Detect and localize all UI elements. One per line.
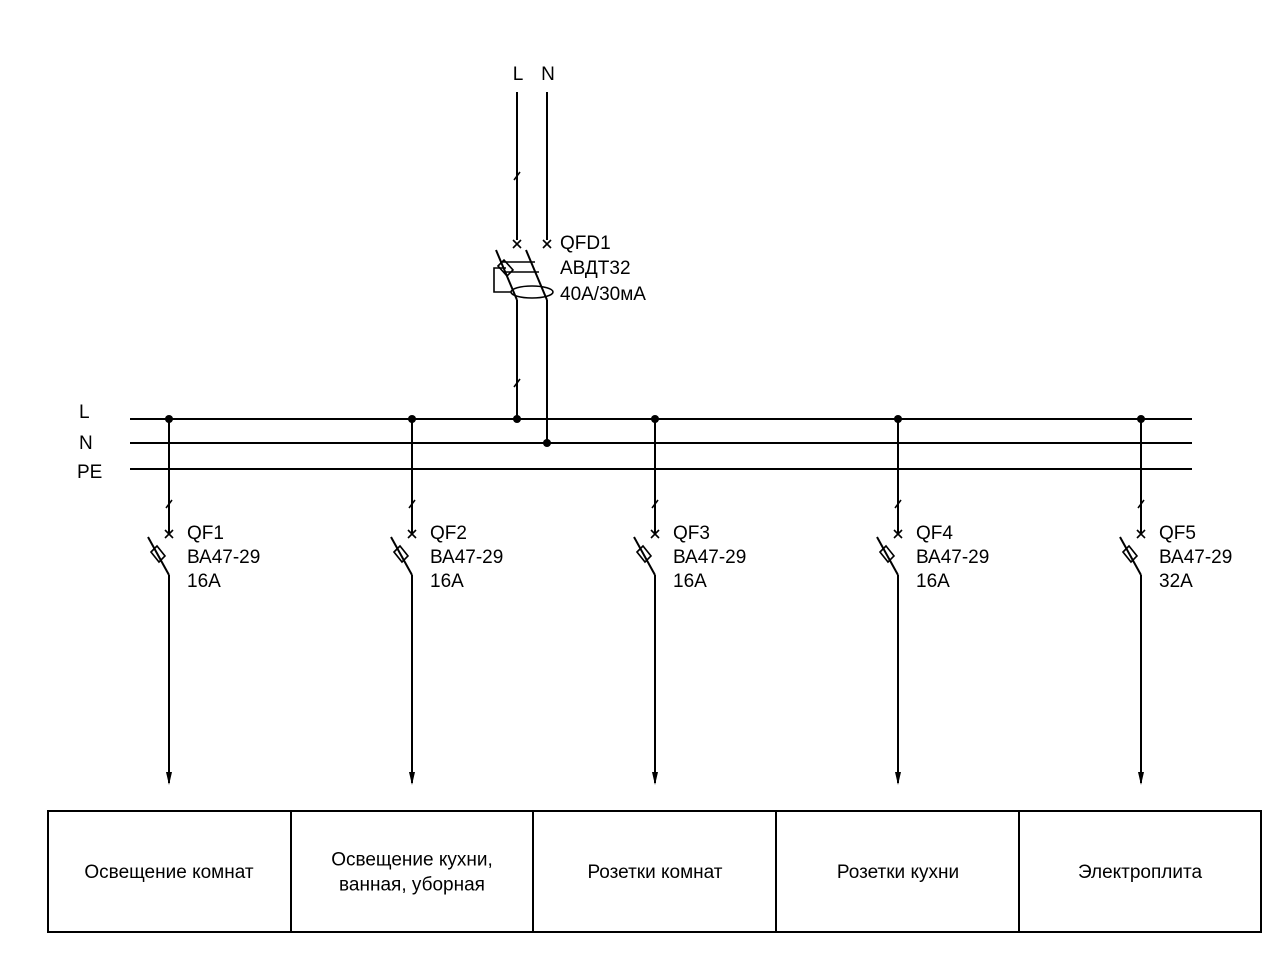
breaker-rating: 16А — [187, 571, 221, 592]
load-cell: Освещение кухни, ванная, уборная — [331, 850, 493, 896]
breaker-contact-x-icon — [407, 529, 417, 539]
rcbo-neutral-junction-dot — [543, 439, 551, 447]
breaker-blade — [633, 536, 656, 576]
outgoing-arrow-icon — [1138, 772, 1144, 785]
breaker-contact-x-icon — [164, 529, 174, 539]
breaker-model: ВА47-29 — [187, 547, 260, 568]
load-table: Освещение комнат Освещение кухни, ванная, … — [47, 810, 1262, 933]
load-label: Розетки комнат — [587, 862, 722, 883]
breaker-designation: QF4 — [916, 523, 953, 544]
phase-conductor-tick — [651, 499, 659, 509]
breaker-contact-x-icon — [650, 529, 660, 539]
rcbo-trip-circuit — [493, 267, 511, 293]
phase-conductor-tick — [165, 499, 173, 509]
rcbo-neutral-contact-x-icon — [542, 239, 552, 249]
rcbo-phase-contact-x-icon — [512, 239, 522, 249]
load-cell: Розетки комнат — [587, 862, 722, 883]
load-label: Электроплита — [1078, 862, 1203, 883]
bus-phase-label: L — [79, 402, 90, 423]
rcbo-qfd1[interactable]: QFD1 АВДТ32 40А/30мА — [493, 233, 646, 443]
rcbo-neutral-blade — [525, 249, 548, 301]
breaker-blade — [876, 536, 899, 576]
phase-conductor-tick — [1137, 499, 1145, 509]
rcbo-residual-current-transformer-icon — [510, 285, 554, 299]
input-phase-label: L — [513, 64, 524, 85]
breaker-model: ВА47-29 — [430, 547, 503, 568]
breaker-model: ВА47-29 — [916, 547, 989, 568]
breaker-release-icon — [392, 544, 410, 564]
breaker-contact-x-icon — [893, 529, 903, 539]
load-table-frame — [47, 810, 1262, 933]
breaker-rating: 16А — [430, 571, 464, 592]
breaker-rating: 16А — [916, 571, 950, 592]
input-neutral-label: N — [541, 64, 555, 85]
load-label: Освещение комнат — [84, 862, 253, 883]
breaker-rating: 32А — [1159, 571, 1193, 592]
breaker-designation: QF1 — [187, 523, 224, 544]
breaker-rating: 16А — [673, 571, 707, 592]
rcbo-designation: QFD1 — [560, 233, 611, 254]
outgoing-arrow-icon — [166, 772, 172, 785]
outgoing-arrow-icon — [895, 772, 901, 785]
phase-conductor-tick — [408, 499, 416, 509]
breaker-designation: QF5 — [1159, 523, 1196, 544]
breaker-release-icon — [635, 544, 653, 564]
breaker-designation: QF3 — [673, 523, 710, 544]
phase-conductor-tick — [513, 171, 521, 181]
load-label: Освещение кухни, — [331, 850, 493, 871]
breaker-blade — [1119, 536, 1142, 576]
rcbo-phase-junction-dot — [513, 415, 521, 423]
load-cells: Освещение комнат Освещение кухни, ванная, … — [84, 850, 1202, 896]
load-cell: Электроплита — [1078, 862, 1203, 883]
load-label: ванная, уборная — [339, 875, 485, 896]
busbars: L N PE — [77, 402, 1192, 483]
rcbo-rating: 40А/30мА — [560, 284, 646, 305]
breaker-designation: QF2 — [430, 523, 467, 544]
bus-neutral-label: N — [79, 433, 93, 454]
breaker-blade — [147, 536, 170, 576]
bus-earth-label: PE — [77, 462, 102, 483]
breaker-release-icon — [149, 544, 167, 564]
rcbo-model: АВДТ32 — [560, 258, 631, 279]
breaker-contact-x-icon — [1136, 529, 1146, 539]
breaker-blade — [390, 536, 413, 576]
breaker-release-icon — [1121, 544, 1139, 564]
incoming-supply: L N — [513, 64, 555, 240]
load-cell: Освещение комнат — [84, 862, 253, 883]
load-label: Розетки кухни — [837, 862, 959, 883]
outgoing-arrow-icon — [409, 772, 415, 785]
branch-circuits: QF1ВА47-2916АQF2ВА47-2916АQF3ВА47-2916АQ… — [147, 415, 1232, 785]
phase-conductor-tick — [513, 378, 521, 388]
load-cell: Розетки кухни — [837, 862, 959, 883]
breaker-model: ВА47-29 — [673, 547, 746, 568]
phase-conductor-tick — [894, 499, 902, 509]
breaker-model: ВА47-29 — [1159, 547, 1232, 568]
breaker-release-icon — [878, 544, 896, 564]
outgoing-arrow-icon — [652, 772, 658, 785]
